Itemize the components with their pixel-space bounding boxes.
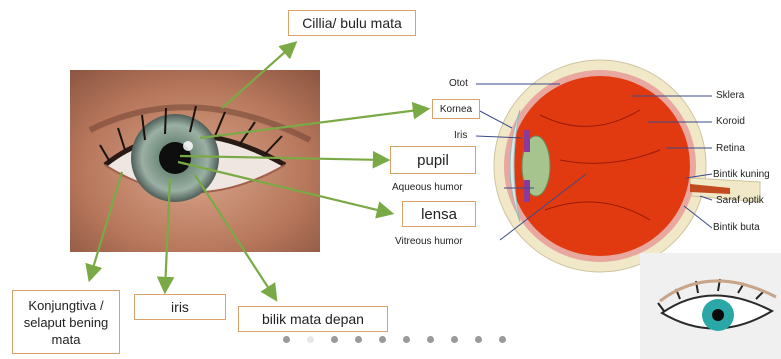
label-iris-anatomy: Iris [454, 130, 467, 141]
eye-thumbnail [640, 253, 781, 359]
slide-dot[interactable] [475, 336, 482, 343]
label-lensa: lensa [402, 201, 476, 227]
arrow-lensa [178, 162, 390, 213]
slideshow-dots [283, 336, 523, 346]
label-aqueous: Aqueous humor [392, 182, 463, 193]
slide-dot[interactable] [355, 336, 362, 343]
arrow-pupil [180, 156, 386, 160]
slide-dot[interactable] [379, 336, 386, 343]
arrow-bilik [195, 175, 275, 298]
arrow-cillia [222, 44, 294, 108]
label-otot: Otot [449, 78, 468, 89]
label-bintik-buta: Bintik buta [713, 222, 760, 233]
label-pupil: pupil [390, 146, 476, 174]
label-saraf-optik: Saraf optik [716, 195, 764, 206]
arrow-konjungtiva [90, 172, 122, 278]
label-bilik: bilik mata depan [238, 306, 388, 332]
slide-dot[interactable] [307, 336, 314, 343]
label-kornea: Kornea [432, 99, 480, 119]
label-koroid: Koroid [716, 116, 745, 127]
label-bintik-kuning: Bintik kuning [713, 169, 770, 180]
label-cillia: Cillia/ bulu mata [288, 10, 416, 36]
label-sklera: Sklera [716, 90, 744, 101]
arrow-iris [165, 178, 170, 290]
slide-dot[interactable] [427, 336, 434, 343]
arrow-kornea [200, 109, 426, 138]
slide-dot[interactable] [403, 336, 410, 343]
slide-dot[interactable] [451, 336, 458, 343]
label-konjungtiva: Konjungtiva / selaput bening mata [12, 290, 120, 354]
label-retina: Retina [716, 143, 745, 154]
slide-dot[interactable] [331, 336, 338, 343]
slide-dot[interactable] [283, 336, 290, 343]
slide-dot[interactable] [499, 336, 506, 343]
label-vitreous: Vitreous humor [395, 236, 463, 247]
label-iris: iris [134, 294, 226, 320]
